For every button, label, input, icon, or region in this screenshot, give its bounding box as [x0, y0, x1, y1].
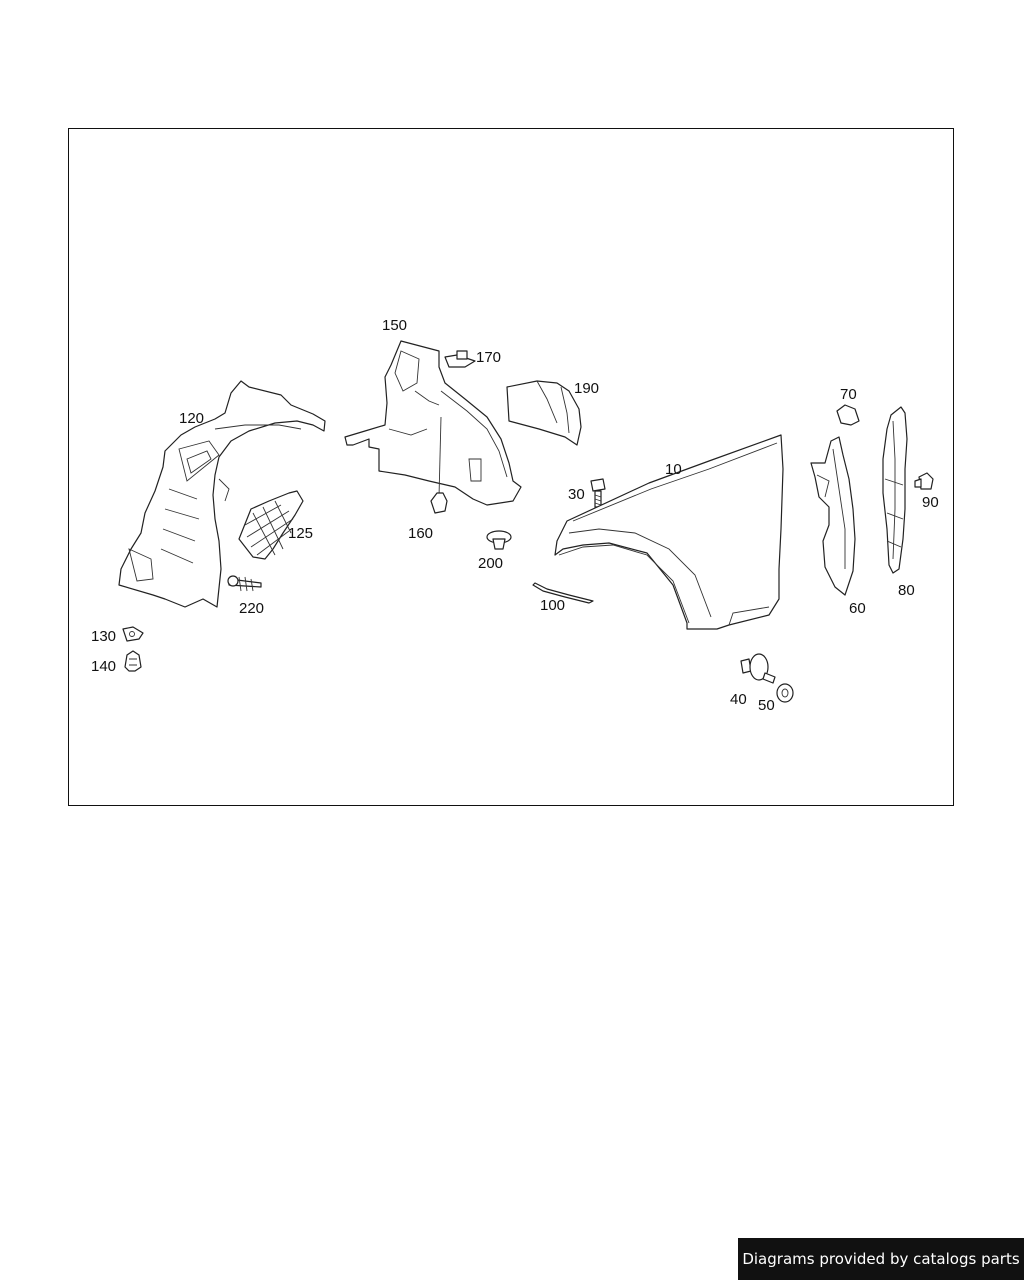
part-60-support: [810, 436, 856, 596]
part-140-clip: [124, 650, 142, 672]
part-170-expanding-nut: [444, 350, 476, 368]
callout-80: 80: [898, 582, 915, 599]
callout-190: 190: [574, 380, 600, 397]
callout-50: 50: [758, 697, 775, 714]
part-120-wheel-liner: [118, 380, 326, 608]
callout-140: 140: [91, 658, 117, 675]
callout-120: 120: [179, 410, 205, 427]
part-160-clip: [430, 416, 448, 514]
part-50-washer: [776, 683, 794, 703]
callout-60: 60: [849, 600, 866, 617]
part-200-rivet: [486, 530, 512, 550]
part-70-cap: [836, 404, 860, 426]
part-80-panel: [882, 406, 908, 574]
credit-banner: Diagrams provided by catalogs parts: [738, 1238, 1024, 1280]
part-220-push-rivet: [227, 575, 262, 592]
part-130-clip: [122, 626, 144, 642]
part-150-front-liner: [344, 340, 522, 506]
callout-40: 40: [730, 691, 747, 708]
callout-100: 100: [540, 597, 566, 614]
callout-150: 150: [382, 317, 408, 334]
part-90-push-clip: [914, 472, 934, 490]
parts-diagram-frame: 150 170 190 120 70 10 30 90 125 160 200 …: [68, 128, 954, 806]
callout-170: 170: [476, 349, 502, 366]
callout-130: 130: [91, 628, 117, 645]
part-10-fender: [554, 434, 784, 630]
callout-90: 90: [922, 494, 939, 511]
part-125-mesh-grille: [238, 490, 304, 560]
callout-70: 70: [840, 386, 857, 403]
credit-text: Diagrams provided by catalogs parts: [742, 1250, 1020, 1268]
part-190-shield: [506, 380, 582, 446]
callout-125: 125: [288, 525, 314, 542]
callout-220: 220: [239, 600, 265, 617]
callout-10: 10: [665, 461, 682, 478]
part-40-bolt: [740, 653, 776, 684]
callout-160: 160: [408, 525, 434, 542]
part-100-seal-strip: [532, 582, 594, 604]
callout-30: 30: [568, 486, 585, 503]
part-30-bolt: [590, 478, 606, 508]
parts-diagram: [118, 340, 934, 703]
callout-200: 200: [478, 555, 504, 572]
